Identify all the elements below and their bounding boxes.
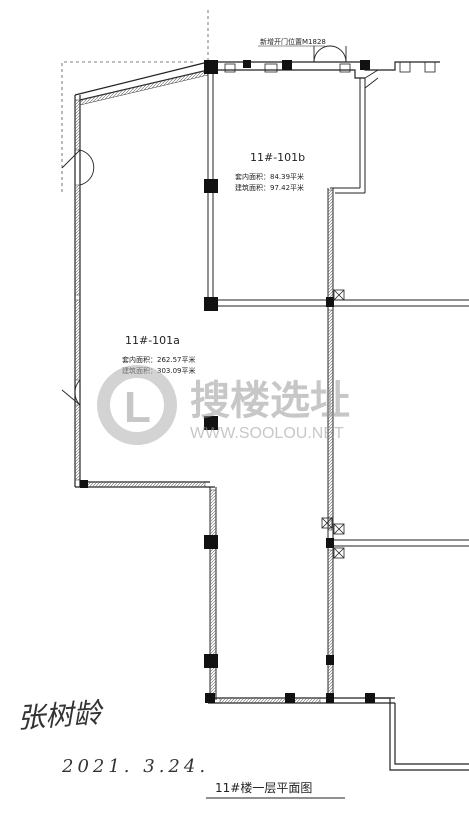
unit-a-name: 11#-101a: [125, 334, 180, 347]
unit-b-label: 11#-101b 套内面积：84.39平米 建筑面积：97.42平米: [235, 151, 305, 192]
watermark-brand: 搜楼选址: [190, 379, 350, 423]
watermark-url: WWW.SOOLOU.NET: [190, 425, 344, 442]
unit-b-inner-area: 套内面积：84.39平米: [235, 172, 304, 181]
watermark-logo-letter: L: [124, 383, 151, 432]
structural-columns: [80, 60, 375, 703]
wall-niches: [224, 61, 436, 73]
unit-b-name: 11#-101b: [250, 151, 305, 164]
door-swings: [61, 45, 379, 406]
drawing-title: 11#楼一层平面图: [215, 780, 312, 795]
unit-a-label: 11#-101a 套内面积：262.57平米 建筑面积：303.09平米: [122, 334, 196, 375]
date: 2021. 3.24.: [61, 756, 209, 777]
shafts: [321, 289, 345, 559]
door-note: 新增开门位置M1828: [260, 37, 326, 46]
unit-b-building-area: 建筑面积：97.42平米: [235, 183, 304, 192]
unit-a-inner-area: 套内面积：262.57平米: [122, 355, 196, 364]
unit-a-building-area: 建筑面积：303.09平米: [122, 366, 196, 375]
window-strips: [74, 69, 334, 704]
signature: 张树龄: [16, 696, 105, 735]
dashed-guides: [61, 10, 209, 192]
watermark: L 搜楼选址 WWW.SOOLOU.NET: [97, 365, 350, 445]
